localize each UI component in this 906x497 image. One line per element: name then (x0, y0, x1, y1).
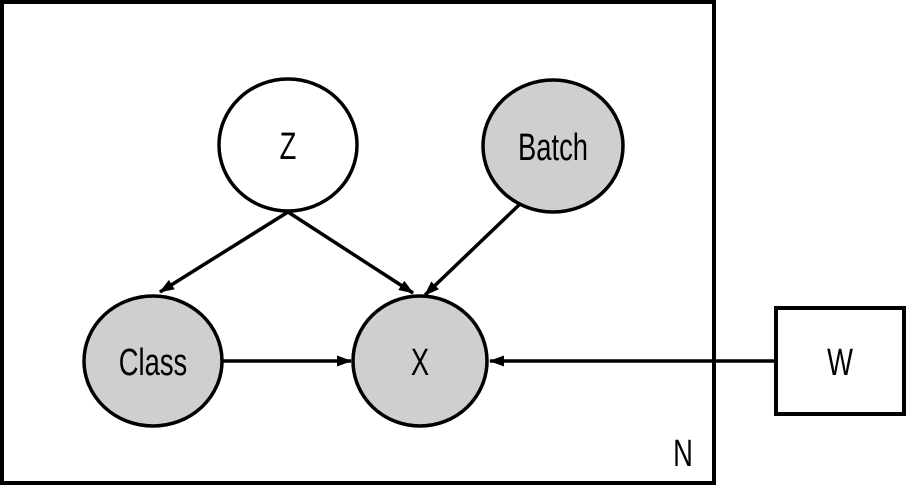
node-batch-circle (481, 78, 625, 214)
node-z-label: Z (280, 126, 297, 168)
node-class-label: Class (119, 342, 187, 384)
node-w-rectangle (774, 306, 906, 416)
edge-batch-to-x (423, 202, 522, 297)
node-class-circle (82, 294, 224, 428)
node-batch-label: Batch (518, 127, 588, 169)
edge-z-to-class (159, 210, 289, 294)
plate-label: N (673, 433, 693, 475)
edge-z-to-x (287, 210, 414, 295)
plate-rectangle (0, 0, 716, 485)
node-x-circle (351, 294, 489, 428)
node-w-label: W (827, 342, 853, 384)
node-x-label: X (411, 342, 429, 384)
node-z-circle (217, 77, 359, 213)
